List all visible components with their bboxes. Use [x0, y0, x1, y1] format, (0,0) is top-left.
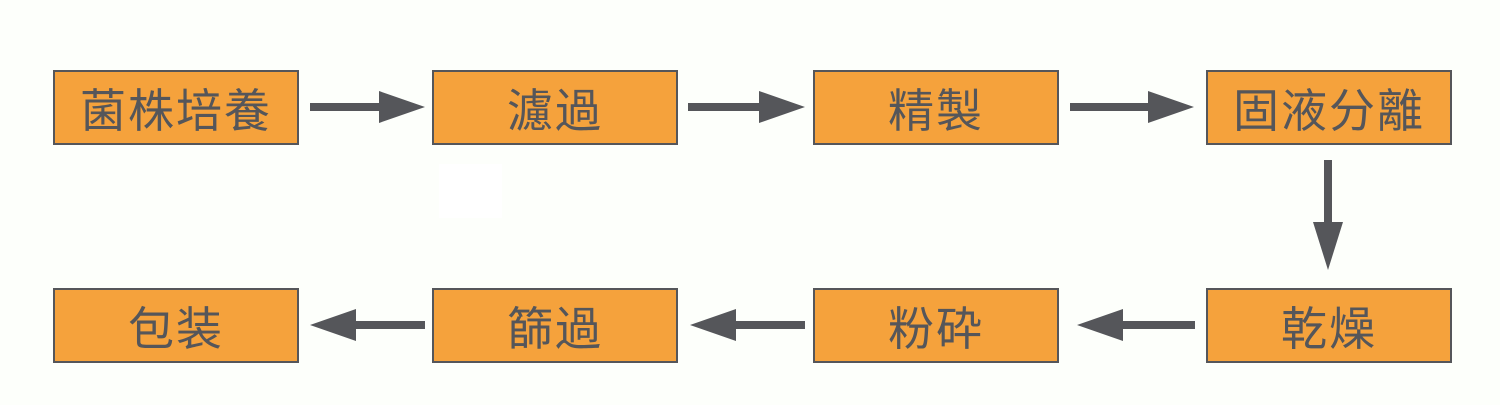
- arrow-down-icon: [1313, 160, 1343, 270]
- white-background-patch: [439, 164, 502, 218]
- arrow-left-icon: [310, 309, 425, 341]
- arrow-head: [759, 91, 805, 123]
- arrow-shaft: [688, 103, 763, 111]
- arrow-left-icon: [1077, 309, 1195, 341]
- arrow-shaft: [1119, 321, 1195, 329]
- process-step-filtration: 濾過: [432, 70, 678, 145]
- step-label: 包装: [128, 303, 224, 355]
- process-step-solid-liquid-separation: 固液分離: [1206, 70, 1452, 145]
- arrow-head: [1148, 91, 1194, 123]
- step-label: 精製: [888, 85, 984, 137]
- arrow-right-icon: [688, 91, 805, 123]
- arrow-head: [1077, 309, 1123, 341]
- step-label: 濾過: [507, 85, 603, 137]
- step-label: 固液分離: [1233, 85, 1425, 137]
- process-step-packaging: 包装: [53, 288, 299, 363]
- arrow-head: [1313, 222, 1343, 270]
- process-step-pulverizing: 粉砕: [813, 288, 1059, 363]
- arrow-shaft: [310, 103, 383, 111]
- arrow-shaft: [1324, 160, 1332, 226]
- process-step-sieving: 篩過: [432, 288, 678, 363]
- arrow-head: [690, 309, 736, 341]
- process-step-drying: 乾燥: [1206, 288, 1452, 363]
- step-label: 乾燥: [1281, 303, 1377, 355]
- step-label: 篩過: [507, 303, 603, 355]
- arrow-shaft: [352, 321, 425, 329]
- arrow-shaft: [732, 321, 805, 329]
- arrow-shaft: [1070, 103, 1152, 111]
- arrow-left-icon: [690, 309, 805, 341]
- arrow-right-icon: [1070, 91, 1194, 123]
- process-step-strain-cultivation: 菌株培養: [53, 70, 299, 145]
- arrow-right-icon: [310, 91, 425, 123]
- step-label: 粉砕: [888, 303, 984, 355]
- arrow-head: [379, 91, 425, 123]
- step-label: 菌株培養: [80, 85, 272, 137]
- process-step-refining: 精製: [813, 70, 1059, 145]
- arrow-head: [310, 309, 356, 341]
